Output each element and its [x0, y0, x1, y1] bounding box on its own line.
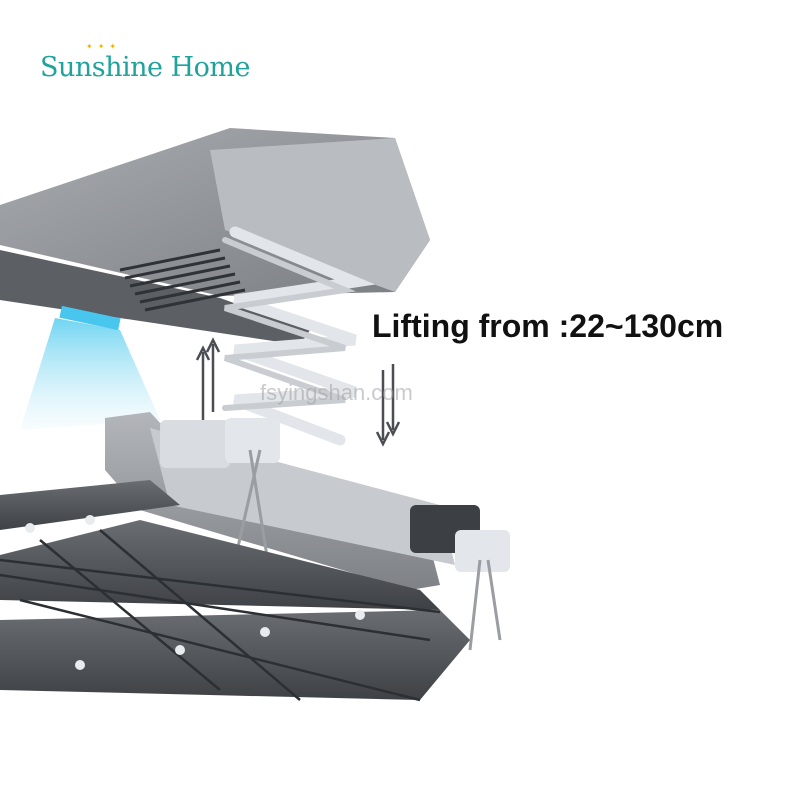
uv-lamp	[59, 305, 121, 331]
logo-stars-icon: ✦✦✦	[86, 42, 122, 51]
brand-logo: Sunshine Home	[40, 52, 251, 83]
lifting-range-headline: Lifting from :22~130cm	[372, 308, 724, 344]
vent-grille	[119, 248, 246, 312]
top-housing	[0, 128, 430, 345]
watermark: fsyingshan.com	[260, 380, 413, 405]
uv-light-beam	[20, 318, 160, 430]
scissor-lift	[222, 226, 376, 446]
drying-rails	[0, 480, 470, 702]
rail-decor-holes	[25, 515, 365, 670]
lower-bar-assembly	[105, 412, 510, 651]
lift-direction-arrows	[195, 337, 401, 447]
